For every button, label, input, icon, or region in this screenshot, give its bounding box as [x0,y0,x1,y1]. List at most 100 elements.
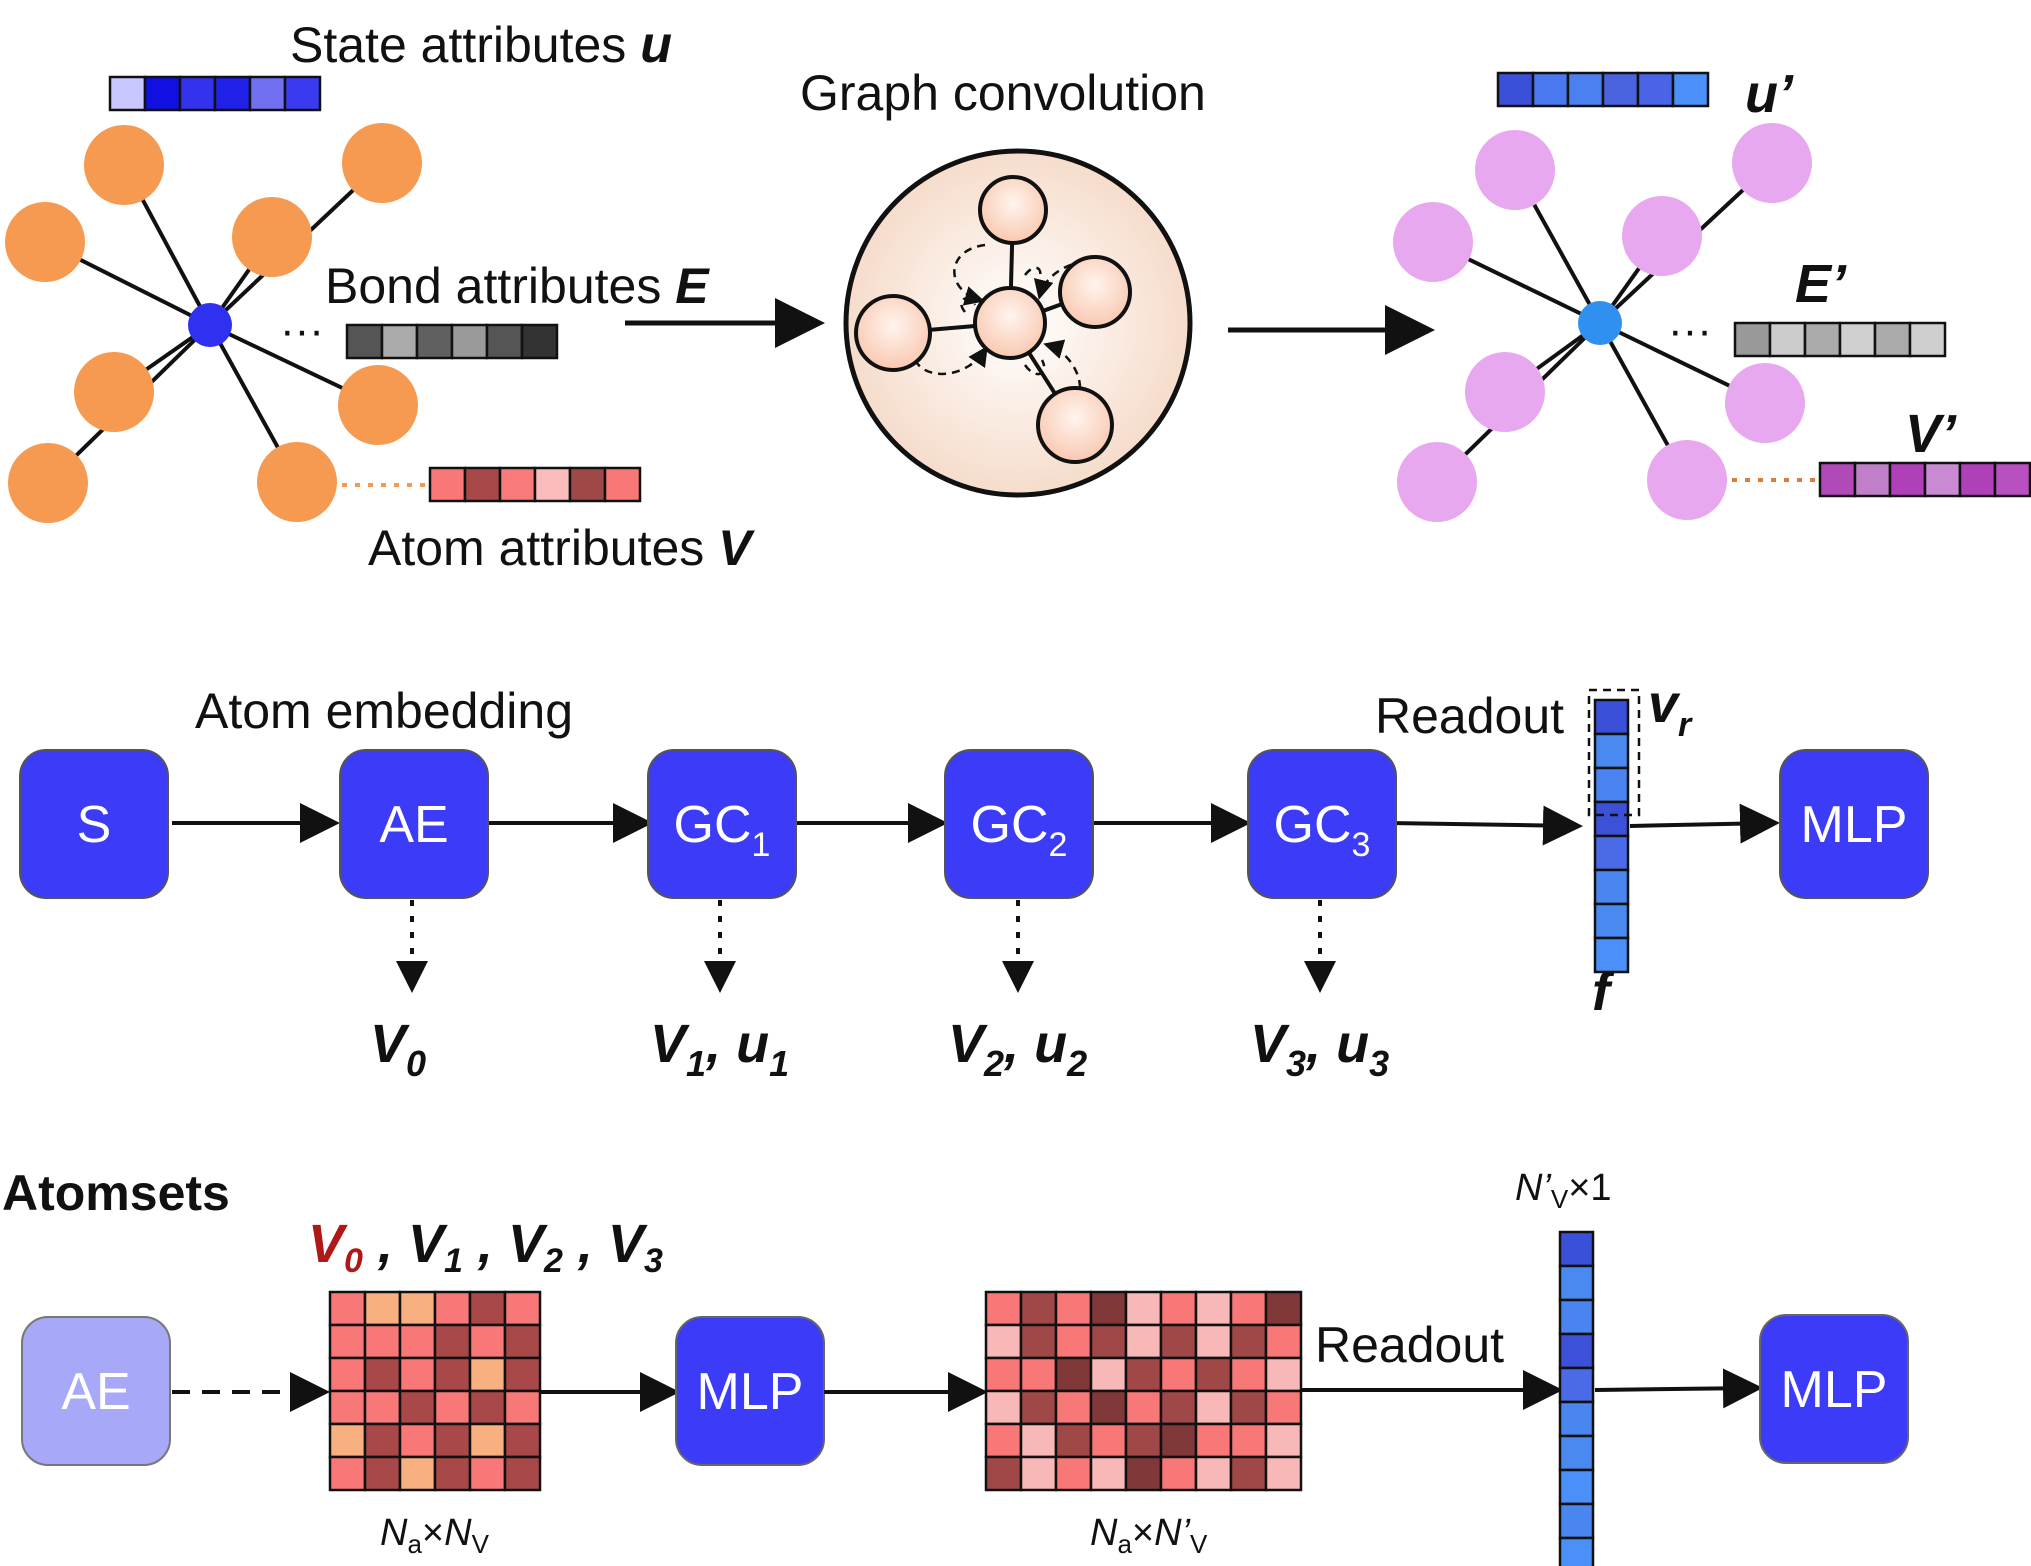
pipeline-box-mlp[interactable]: MLP [1779,749,1929,899]
readout-vector-cell [1558,1434,1595,1472]
readout-label-bottom: Readout [1315,1317,1504,1373]
matrix-cell [984,1356,1023,1393]
v-list-label: V0 , V1 , V2 , V3 [308,1214,663,1280]
matrix-cell [363,1323,402,1360]
pipeline-box-label: GC2 [971,796,1068,864]
matrix-cell [328,1422,367,1459]
atom-feature-matrix [328,1290,542,1492]
feature-vector-cell [1593,868,1630,906]
eprime-vector-cell [1873,321,1912,358]
readout-vector-cell [1558,1230,1595,1268]
matrix-cell [468,1290,507,1327]
matrix-cell [1054,1389,1093,1426]
state-attributes-vector [108,75,322,112]
atom-attributes-label: Atom attributes V [368,520,755,576]
pipeline-box-label: MLP [1801,796,1908,854]
bond-attributes-label: Bond attributes E [325,258,710,314]
state-vector-cell [108,75,147,112]
matrix-cell [1159,1422,1198,1459]
feature-vector-cell [1593,834,1630,872]
graph-convolution-circle [843,148,1193,498]
mlp-box-1[interactable]: MLP [675,1316,825,1466]
matrix-cell [1019,1290,1058,1327]
pipeline-box-label: GC3 [1274,796,1371,864]
output-graph: ··· [1393,123,1815,522]
feature-vector-cell [1593,732,1630,770]
matrix-cell [433,1323,472,1360]
matrix-cell [398,1290,437,1327]
state-vector-cell [283,75,322,112]
matrix-cell [1089,1323,1128,1360]
matrix-cell [468,1356,507,1393]
matrix-cell [1264,1455,1303,1492]
readout-vector-cell [1558,1536,1595,1566]
matrix-cell [328,1389,367,1426]
bond-vector-cell [415,323,454,360]
matrix1-dim-label: Na×NV [380,1512,490,1559]
matrix-cell [1019,1356,1058,1393]
output-label: V0 [370,1014,426,1084]
readout-label: Readout [1375,688,1564,744]
feature-vector-cell [1593,766,1630,804]
matrix2-dim-label: Na×N’V [1090,1512,1208,1559]
bond-vector-cell [450,323,489,360]
matrix-cell [1124,1422,1163,1459]
eprime-vector-cell [1838,321,1877,358]
matrix-cell [1054,1323,1093,1360]
vprime-vector-cell [1958,461,1997,498]
matrix-cell [433,1290,472,1327]
matrix-cell [1264,1389,1303,1426]
pipeline-box-gc2[interactable]: GC2 [944,749,1094,899]
pipeline-box-label: AE [379,796,448,854]
matrix-cell [398,1356,437,1393]
f-label: f [1592,962,1615,1022]
pipeline-box-label: S [77,796,112,854]
state-vector-cell [178,75,217,112]
matrix-cell [1159,1290,1198,1327]
pipeline-box-gc1[interactable]: GC1 [647,749,797,899]
matrix-cell [1089,1356,1128,1393]
matrix-cell [328,1356,367,1393]
atom-vector-cell [533,466,572,503]
atom-attributes-vector [428,466,642,503]
bond-ellipsis-updated: ··· [1668,306,1712,355]
bond-vector-cell [485,323,524,360]
vprime-vector-cell [1888,461,1927,498]
output-label: V3, u3 [1250,1014,1389,1084]
vprime-vector-cell [1853,461,1892,498]
readout-vector-cell [1558,1264,1595,1302]
matrix-cell [1089,1290,1128,1327]
matrix-cell [1194,1323,1233,1360]
matrix-cell [468,1323,507,1360]
ae-box-label: AE [61,1363,130,1421]
pipeline-box-label: GC1 [674,796,771,864]
uprime-vector-cell [1566,71,1605,108]
state-vector-cell [143,75,182,112]
uprime-vector-cell [1601,71,1640,108]
matrix-cell [1089,1389,1128,1426]
eprime-vector-cell [1768,321,1807,358]
mlp-box-2[interactable]: MLP [1759,1314,1909,1464]
matrix-cell [433,1455,472,1492]
atom-vector-cell [603,466,642,503]
matrix-cell [1159,1455,1198,1492]
matrix-cell [984,1455,1023,1492]
bond-vector-cell [380,323,419,360]
updated-bond-vector [1733,321,1947,358]
matrix-cell [468,1455,507,1492]
vprime-vector-cell [1923,461,1962,498]
pipeline-box-ae[interactable]: AE [339,749,489,899]
atom-vector-cell [568,466,607,503]
matrix-cell [1124,1389,1163,1426]
ae-box-faded[interactable]: AE [21,1316,171,1466]
pipeline-box-s[interactable]: S [19,749,169,899]
matrix-cell [1264,1323,1303,1360]
matrix-cell [984,1323,1023,1360]
matrix-cell [1194,1290,1233,1327]
matrix-cell [503,1323,542,1360]
center-atom [188,303,232,347]
matrix-cell [1194,1389,1233,1426]
matrix-cell [984,1422,1023,1459]
pipeline-box-gc3[interactable]: GC3 [1247,749,1397,899]
matrix-cell [1194,1422,1233,1459]
